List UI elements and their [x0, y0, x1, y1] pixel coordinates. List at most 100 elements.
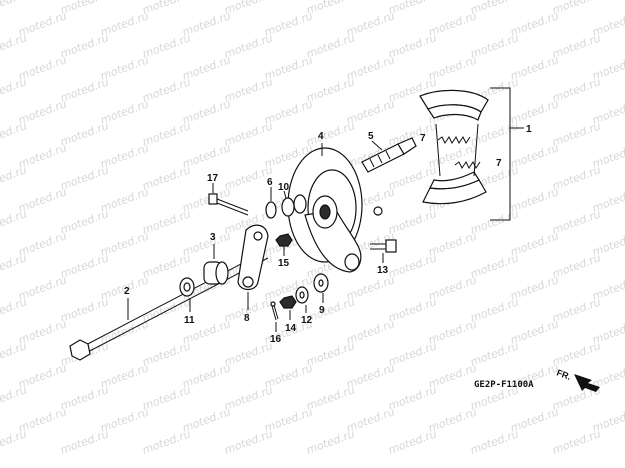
watermark-text: moted.ru [0, 207, 29, 236]
watermark-text: moted.ru [469, 427, 521, 456]
callout-3: 3 [210, 232, 216, 243]
brake-shoe-assembly [419, 89, 489, 205]
watermark-text: moted.ru [0, 295, 29, 324]
diagram-code: GE2P-F1100A [474, 380, 534, 390]
watermark-text: moted.ru [141, 339, 193, 368]
watermark-text: moted.ru [387, 31, 439, 60]
watermark-text: moted.ru [0, 383, 29, 412]
callout-7-lower: 7 [496, 158, 502, 169]
watermark-text: moted.ru [223, 75, 275, 104]
watermark-text: moted.ru [223, 383, 275, 412]
bolt-13 [370, 239, 397, 253]
watermark-text: moted.ru [223, 31, 275, 60]
watermark-text: moted.ru [551, 31, 603, 60]
watermark-text: moted.ru [387, 383, 439, 412]
watermark-text: moted.ru [387, 251, 439, 280]
front-direction-label: FR. [555, 367, 572, 381]
watermark-text: moted.ru [59, 251, 111, 280]
brake-arm [237, 224, 269, 291]
watermark-text: moted.ru [305, 0, 357, 17]
watermark-text: moted.ru [305, 427, 357, 456]
watermark-text: moted.ru [141, 427, 193, 456]
callout-17: 17 [207, 173, 219, 184]
brake-panel [287, 147, 383, 273]
watermark-text: moted.ru [141, 383, 193, 412]
watermark-text: moted.ru [0, 31, 29, 60]
watermark-text: moted.ru [59, 31, 111, 60]
watermark-text: moted.ru [305, 119, 357, 148]
watermark-text: moted.ru [0, 119, 29, 148]
callout-bracket-1 [490, 87, 511, 221]
watermark-text: moted.ru [223, 427, 275, 456]
watermark-text: moted.ru [141, 75, 193, 104]
watermark-text: moted.ru [551, 427, 603, 456]
nut-14 [279, 295, 297, 309]
callout-9: 9 [319, 305, 325, 316]
watermark-text: moted.ru [551, 339, 603, 368]
watermark-text: moted.ru [0, 0, 29, 17]
watermark-text: moted.ru [59, 295, 111, 324]
watermark-text: moted.ru [387, 295, 439, 324]
bolt-17 [208, 193, 249, 216]
watermark-text: moted.ru [223, 339, 275, 368]
watermark-text: moted.ru [59, 207, 111, 236]
watermark-text: moted.ru [305, 383, 357, 412]
watermark-text: moted.ru [59, 75, 111, 104]
leader-5 [371, 140, 383, 151]
callout-6: 6 [267, 177, 273, 188]
watermark-text: moted.ru [551, 295, 603, 324]
cotter-pin [270, 301, 279, 321]
callout-5: 5 [368, 131, 374, 142]
watermark-text: moted.ru [59, 163, 111, 192]
callout-11: 11 [184, 315, 195, 326]
callout-10: 10 [278, 182, 290, 193]
callout-4: 4 [318, 131, 324, 142]
callout-15: 15 [278, 258, 290, 269]
watermark-text: moted.ru [59, 383, 111, 412]
watermark-text: moted.ru [387, 0, 439, 17]
watermark-text: moted.ru [0, 75, 29, 104]
watermark-text: moted.ru [551, 119, 603, 148]
nut-15 [275, 233, 293, 247]
watermark-text: moted.ru [141, 207, 193, 236]
watermark-text: moted.ru [59, 0, 111, 17]
callout-14: 14 [285, 323, 297, 334]
watermark-text: moted.ru [469, 251, 521, 280]
watermark-text: moted.ru [141, 119, 193, 148]
watermark-text: moted.ru [305, 295, 357, 324]
watermark-text: moted.ru [305, 31, 357, 60]
washer-6 [265, 201, 277, 219]
watermark-text: moted.ru [0, 427, 29, 456]
watermark-text: moted.ru [59, 427, 111, 456]
watermark-text: moted.ru [387, 207, 439, 236]
callout-2: 2 [124, 286, 130, 297]
brake-cam [361, 137, 417, 173]
watermark-text: moted.ru [141, 0, 193, 17]
spacer-collar [203, 261, 229, 285]
watermark-text: moted.ru [387, 339, 439, 368]
seal-10 [281, 197, 295, 217]
watermark-text: moted.ru [223, 0, 275, 17]
watermark-text: moted.ru [59, 119, 111, 148]
callout-12: 12 [301, 315, 313, 326]
watermark-text: moted.ru [305, 339, 357, 368]
watermark-text: moted.ru [141, 31, 193, 60]
callout-16: 16 [270, 334, 282, 345]
callout-13: 13 [377, 265, 389, 276]
callout-1: 1 [526, 124, 532, 135]
watermark-text: moted.ru [0, 251, 29, 280]
watermark-text: moted.ru [551, 0, 603, 17]
watermark-text: moted.ru [305, 75, 357, 104]
watermark-text: moted.ru [469, 0, 521, 17]
watermark-text: moted.ru [469, 295, 521, 324]
watermark-text: moted.ru [223, 119, 275, 148]
watermark-text: moted.ru [551, 163, 603, 192]
callout-8: 8 [244, 313, 250, 324]
watermark-text: moted.ru [387, 427, 439, 456]
axle [69, 251, 269, 361]
watermark-text: moted.ru [551, 251, 603, 280]
front-direction-arrow-icon [574, 374, 600, 392]
watermark-text: moted.ru [469, 207, 521, 236]
